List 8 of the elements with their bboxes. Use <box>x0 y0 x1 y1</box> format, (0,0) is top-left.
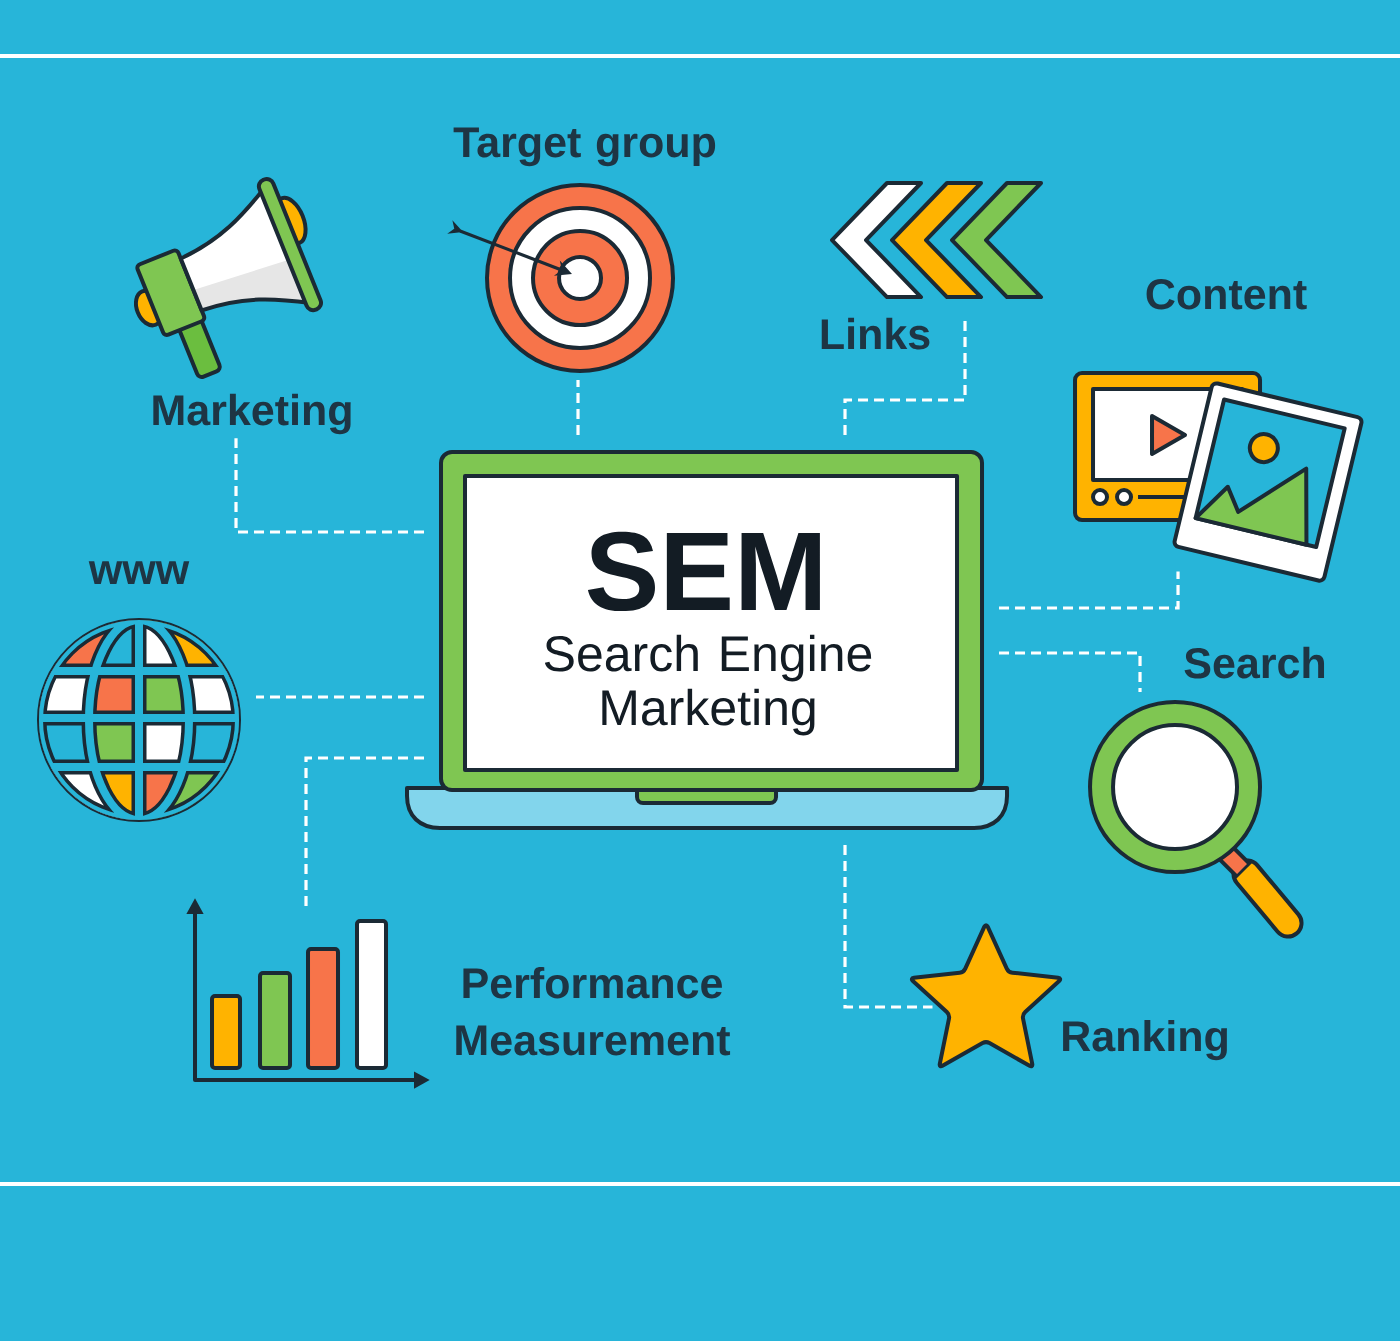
label: Target group <box>453 127 716 167</box>
label: Links <box>821 317 930 350</box>
label: Ranking <box>1063 1019 1227 1061</box>
label: Search <box>1184 646 1325 679</box>
label: Performance Measurement <box>456 966 731 1056</box>
label: www <box>88 561 190 584</box>
label: Marketing <box>153 393 351 435</box>
label: Content <box>1146 279 1307 310</box>
